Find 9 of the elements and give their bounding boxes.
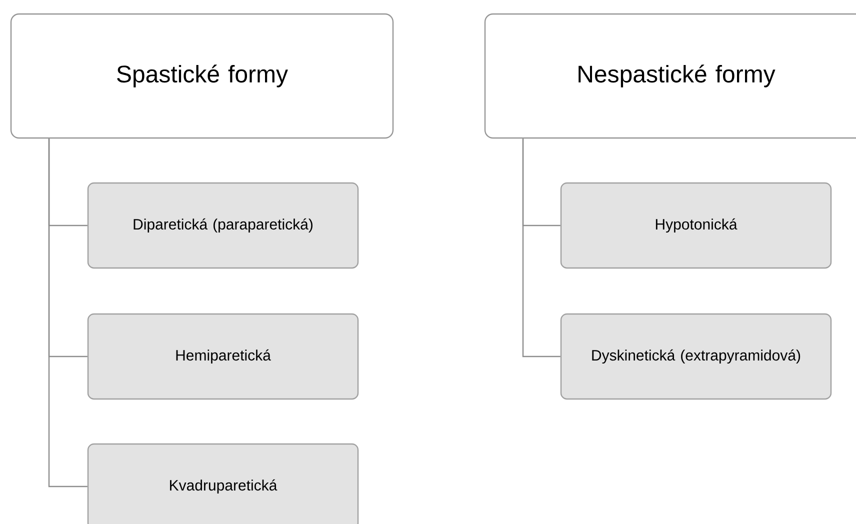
connector-line bbox=[48, 138, 88, 488]
connector-line bbox=[522, 138, 560, 358]
form-box: Kvadruparetická bbox=[87, 443, 359, 524]
category-box: Nespastické formy bbox=[484, 13, 856, 139]
form-box: Hypotonická bbox=[560, 182, 832, 269]
category-box: Spastické formy bbox=[10, 13, 394, 139]
form-box: Dyskinetická (extrapyramidová) bbox=[560, 313, 832, 400]
form-box: Diparetická (paraparetická) bbox=[87, 182, 359, 269]
form-box: Hemiparetická bbox=[87, 313, 359, 400]
